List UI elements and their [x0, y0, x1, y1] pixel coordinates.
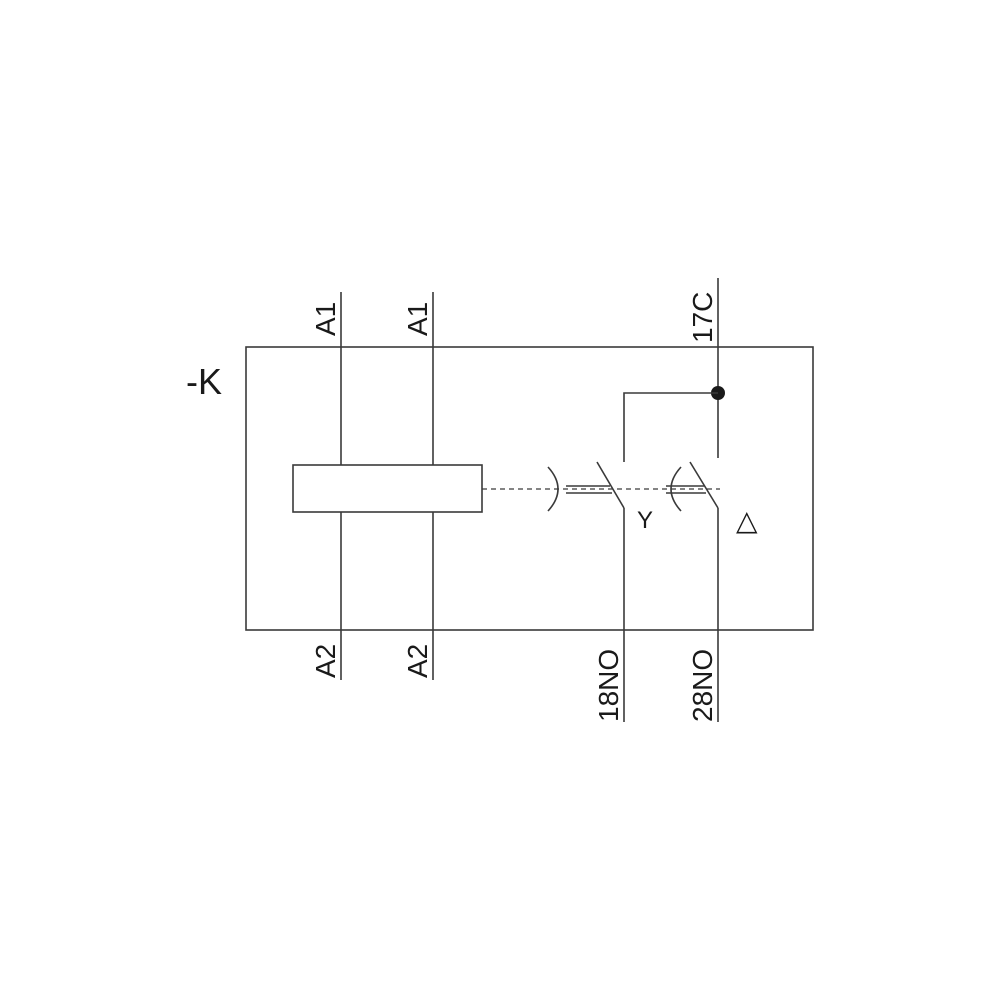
contact-1-blade	[596, 461, 625, 509]
relay-coil	[292, 464, 483, 513]
delta-symbol: △	[736, 505, 758, 536]
terminal-label-18no: 18NO	[593, 649, 624, 722]
device-frame	[245, 346, 814, 631]
terminal-label-28no: 28NO	[687, 649, 718, 722]
terminal-label-a2-left: A2	[310, 644, 341, 678]
contact-1-delay-arc	[547, 466, 559, 512]
terminal-label-a2-right: A2	[402, 644, 433, 678]
terminal-label-a1-right: A1	[402, 302, 433, 336]
terminal-label-17c: 17C	[687, 292, 718, 343]
contact-2-delay-arc	[670, 466, 682, 512]
common-branch	[623, 392, 718, 462]
contact-2-blade	[689, 461, 719, 509]
terminal-label-a1-left: A1	[310, 302, 341, 336]
star-symbol: Y	[637, 507, 653, 534]
device-tag-label: -K	[186, 361, 222, 402]
